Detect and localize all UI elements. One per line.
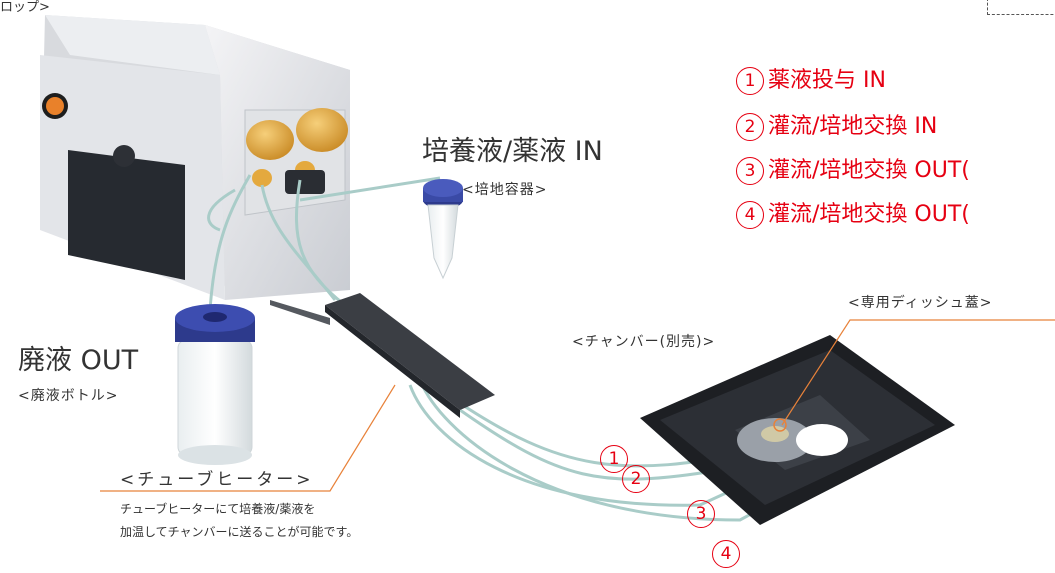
dish-lid-label: <専用ディッシュ蓋>: [848, 295, 993, 311]
waste-bottle-label: <廃液ボトル>: [18, 388, 119, 404]
pump-heads: [246, 108, 348, 194]
waste-out-label: 廃液 OUT: [18, 345, 139, 376]
chamber-label: <チャンバー(別売)>: [572, 334, 716, 350]
legend-number: 1: [736, 67, 764, 95]
port-marker-2: 2: [622, 465, 650, 493]
heater-desc-line2: 加温してチャンバーに送ることが可能です。: [120, 525, 359, 539]
culture-container-label: <培地容器>: [462, 182, 548, 198]
legend-text: 灌流/培地交換 OUT(: [768, 158, 970, 183]
medium-container: [423, 179, 463, 280]
dashed-frame-fragment: [987, 0, 1055, 15]
legend-text: 灌流/培地交換 OUT(: [768, 202, 970, 227]
port-marker-1: 1: [600, 445, 628, 473]
tube-heater-label: <チューブヒーター>: [120, 470, 314, 490]
port-marker-3: 3: [687, 500, 715, 528]
legend-number: 3: [736, 157, 764, 185]
leader-lines: [100, 319, 1055, 492]
heater-desc-line1: チューブヒーターにて培養液/薬液を: [120, 502, 316, 516]
waste-bottle: [175, 304, 255, 465]
legend-number: 4: [736, 201, 764, 229]
legend-text: 灌流/培地交換 IN: [768, 114, 938, 139]
tubing: [207, 174, 861, 522]
port-marker-4: 4: [712, 540, 740, 568]
culture-in-label: 培養液/薬液 IN: [422, 136, 603, 167]
tube-heater: [270, 293, 495, 418]
top-cut-label: ロップ>: [0, 0, 50, 15]
chamber-stage: [640, 335, 955, 525]
legend-number: 2: [736, 113, 764, 141]
legend-text: 薬液投与 IN: [768, 68, 886, 93]
